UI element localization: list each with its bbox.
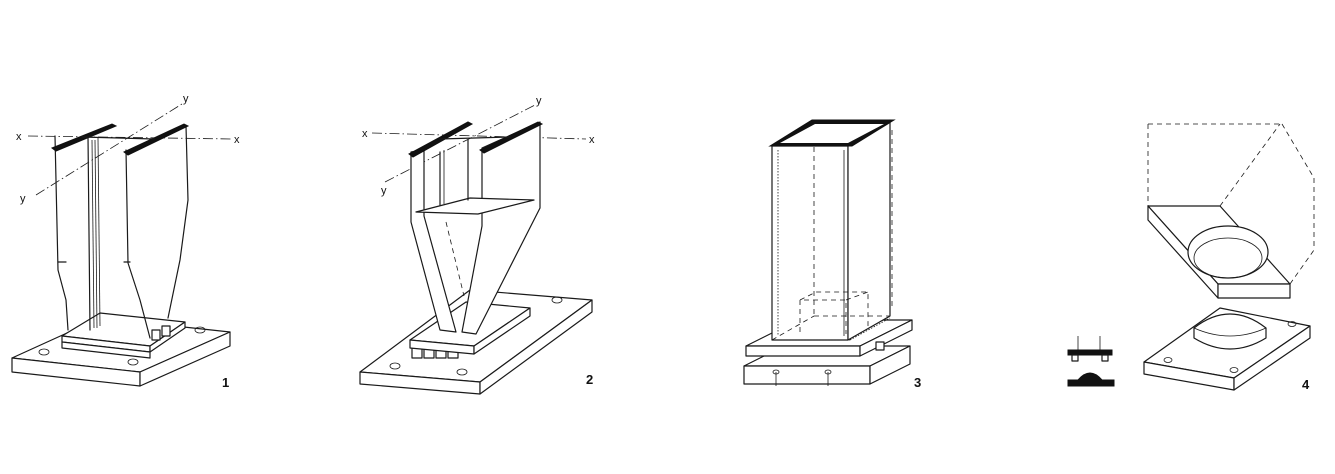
figure-4-pot-bearing-base: 4: [1067, 123, 1315, 392]
fig3-number: 3: [914, 375, 921, 390]
fig1-y-label-right: y: [183, 93, 189, 105]
figure-2-tapered-column-base: x x y y: [359, 95, 595, 395]
fig2-x-axis: [371, 132, 587, 140]
fig2-i-section-top: [408, 121, 544, 158]
fig3-top-opening: [780, 124, 884, 143]
fig1-x-label-left: x: [16, 131, 22, 143]
fig2-y-axis: [384, 104, 536, 183]
fig2-number: 2: [586, 372, 593, 387]
fig1-shim-plates: [61, 312, 186, 359]
fig3-hidden-block: [799, 291, 869, 334]
fig4-lower-plate: [1143, 307, 1311, 391]
fig2-y-label-left: y: [381, 185, 387, 197]
fig2-tapered-webs: [410, 121, 541, 335]
fig4-section-detail: [1067, 336, 1115, 387]
figure-3-box-column-base: 3: [743, 119, 921, 390]
fig1-y-label-left: y: [20, 193, 26, 205]
fig4-upper-block: [1147, 123, 1315, 299]
fig2-x-label-left: x: [362, 128, 368, 140]
fig1-i-section-top: [50, 123, 190, 156]
fig3-box-column: [771, 119, 893, 341]
fig2-x-label-right: x: [589, 134, 595, 146]
fig2-y-label-right: y: [536, 95, 542, 107]
figure-1-i-beam-column-base: x x y y: [11, 93, 240, 390]
fig1-y-axis: [35, 103, 183, 196]
fig1-x-label-right: x: [234, 134, 240, 146]
fig1-number: 1: [222, 375, 229, 390]
fig1-column-body: [54, 125, 189, 339]
fig4-number: 4: [1302, 377, 1310, 392]
